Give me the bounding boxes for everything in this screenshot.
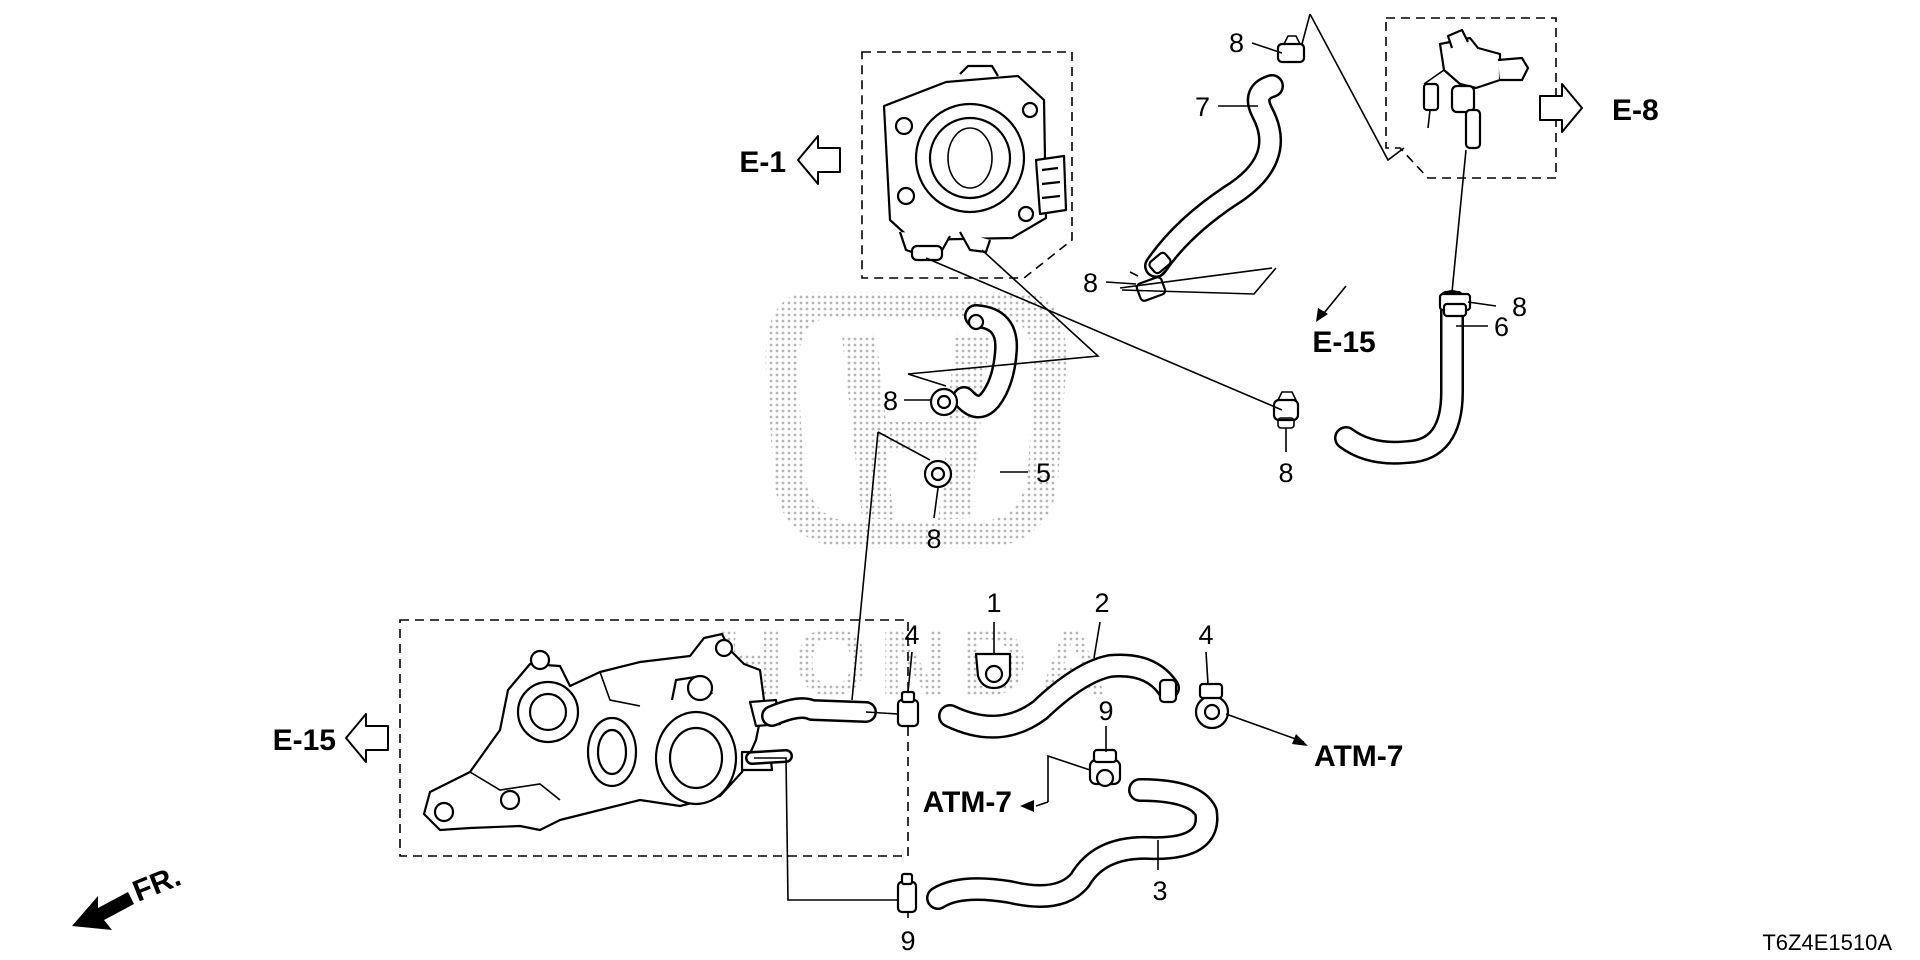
callout-8: 8 [1278, 458, 1293, 488]
leader-lines [754, 13, 1497, 918]
callout-9: 9 [900, 926, 915, 956]
throttle-body-part [882, 64, 1068, 262]
callout-4: 4 [1198, 620, 1213, 650]
clamp-8-top [1276, 35, 1306, 64]
ref-e1: E-1 [739, 146, 786, 179]
coolant-valve-part [1422, 28, 1530, 150]
clamp-8-hose5-bottom [923, 459, 953, 489]
clamps [896, 35, 1472, 914]
atm7-left-reference-arrow [1020, 800, 1034, 812]
e8-reference-arrow [1539, 83, 1583, 133]
ref-atm7-left: ATM-7 [923, 786, 1012, 819]
thermostat-housing-group-box [399, 619, 909, 857]
callout-1: 1 [986, 588, 1001, 618]
clamp-8-hose5-top [929, 387, 959, 417]
callout-9: 9 [1098, 696, 1113, 726]
valve-group-box [1385, 17, 1557, 179]
hose-7 [1144, 74, 1284, 278]
throttle-body-group-box [861, 51, 1073, 279]
e15-left-reference-arrow [345, 713, 389, 763]
e1-reference-arrow [797, 135, 841, 185]
callout-8: 8 [883, 386, 898, 416]
hose-5-end [967, 313, 985, 331]
ref-atm7-right: ATM-7 [1314, 740, 1403, 773]
callout-6: 6 [1494, 312, 1509, 342]
callout-8: 8 [1229, 28, 1244, 58]
hose-2 [938, 653, 1180, 739]
clamp-9-upper [1088, 748, 1122, 788]
hose-3 [926, 778, 1219, 910]
housing-outlet-pipe [745, 697, 877, 765]
callout-2: 2 [1094, 588, 1109, 618]
hose-6 [1334, 290, 1464, 465]
honda-watermark-logo: HONDA [715, 292, 1107, 716]
e15-top-reference-arrow [1316, 285, 1347, 322]
ref-e8: E-8 [1612, 94, 1659, 127]
ref-e15-top: E-15 [1312, 326, 1375, 359]
clamp-1 [974, 652, 1012, 690]
thermostat-housing-part [422, 632, 782, 832]
clamp-8-hose6-top [1438, 292, 1472, 318]
callout-3: 3 [1152, 876, 1167, 906]
callout-8: 8 [1083, 268, 1098, 298]
ref-e15-left: E-15 [273, 724, 336, 757]
callout-8: 8 [1512, 292, 1527, 322]
hose-7-end [1148, 251, 1172, 275]
front-direction-label: FR. [128, 860, 185, 909]
callout-4: 4 [904, 620, 919, 650]
diagram-code: T6Z4E1510A [1762, 930, 1892, 955]
hose-5 [952, 304, 1019, 419]
clamp-9-lower [896, 872, 918, 914]
callout-5: 5 [1036, 458, 1051, 488]
clamp-4-left [896, 690, 920, 728]
clamp-8-hose6-left [1272, 391, 1300, 429]
callout-7: 7 [1195, 92, 1210, 122]
front-direction-arrow [72, 892, 134, 930]
hose-2-end [1158, 678, 1178, 704]
callout-8: 8 [926, 524, 941, 554]
clamp-4-right [1194, 682, 1230, 730]
callout-numbers: 8 7 8 8 6 8 8 5 8 1 2 4 4 9 3 9 8 [883, 28, 1527, 956]
atm7-right-reference-arrow [1292, 734, 1308, 746]
